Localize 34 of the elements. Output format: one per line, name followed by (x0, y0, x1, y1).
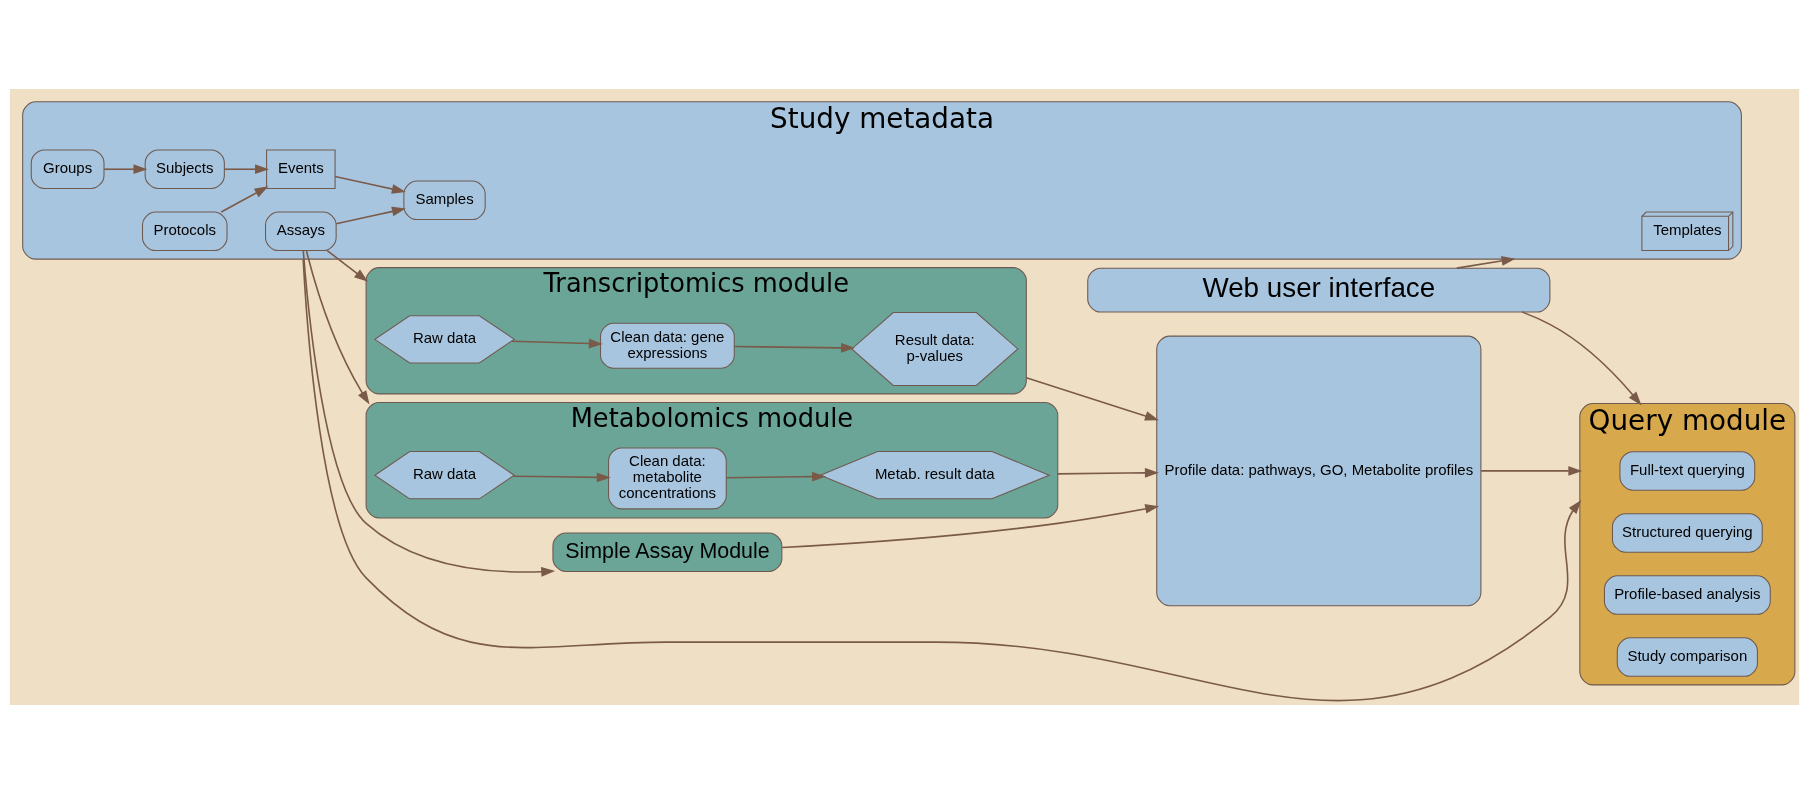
node-box: Study comparison (1616, 636, 1758, 677)
node-box: Events (265, 148, 336, 189)
node-box: Samples (402, 179, 486, 220)
node-box: Web user interface (1086, 267, 1550, 313)
arrow (511, 472, 611, 482)
arrow (219, 185, 268, 213)
node-box: Protocols (141, 211, 228, 251)
arrow (301, 249, 555, 577)
arrow (510, 338, 603, 348)
arrow (325, 249, 368, 282)
node-box: Clean data: metabolite concentrations (607, 446, 727, 509)
arrow (1520, 310, 1641, 405)
arrow (1056, 467, 1159, 478)
arrow (333, 175, 406, 194)
arrow (334, 206, 406, 225)
node-box: Groups (30, 148, 105, 189)
node-box: Full-text querying (1618, 450, 1755, 491)
node-box: Simple Assay Module (551, 531, 782, 572)
node-box: Profile-based analysis (1603, 574, 1771, 615)
arrow (301, 257, 1581, 701)
arrow (780, 503, 1159, 548)
arrow (305, 249, 370, 404)
node-box: Profile data: pathways, GO, Metabolite profiles (1155, 335, 1481, 606)
arrow (1479, 465, 1582, 476)
arrow (1025, 376, 1159, 421)
node-box: Clean data: gene expressions (599, 322, 735, 369)
node-box: Subjects (144, 148, 225, 189)
node-box: Assays (264, 211, 337, 251)
arrow (102, 163, 147, 174)
arrow (1455, 255, 1515, 269)
node-box: Structured querying (1611, 512, 1763, 553)
arrow (733, 342, 855, 353)
arrow (725, 471, 826, 482)
arrow (223, 163, 269, 174)
